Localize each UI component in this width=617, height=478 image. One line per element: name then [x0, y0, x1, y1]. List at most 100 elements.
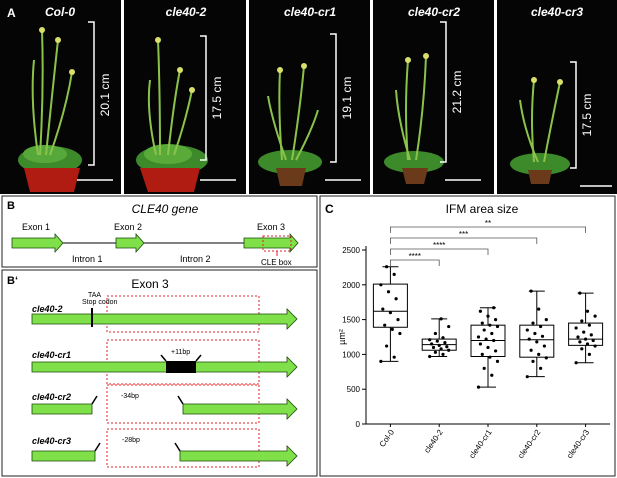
significance-bracket — [390, 237, 538, 244]
data-point — [441, 352, 445, 356]
significance-label: *** — [459, 230, 468, 239]
data-point — [527, 337, 531, 341]
data-point — [480, 321, 484, 325]
exon-3-arrow-cle40-cr1 — [31, 356, 298, 378]
data-point — [478, 342, 482, 346]
significance-label: **** — [433, 241, 445, 250]
plant-photo-cle40-2 — [124, 0, 246, 194]
cle-box-region — [106, 428, 260, 468]
data-point — [433, 350, 437, 354]
data-point — [386, 290, 391, 294]
height-bracket — [570, 61, 577, 169]
exon-3-fragment-right — [179, 445, 298, 467]
data-point — [540, 334, 545, 338]
exon-3-fragment-left — [31, 450, 96, 462]
plant-name-cle40-cr2: cle40-cr2 — [408, 5, 460, 19]
panel-c-label: C — [325, 202, 334, 216]
data-point — [587, 323, 592, 327]
plant-name-cle40-2: cle40-2 — [166, 5, 207, 19]
data-point — [495, 359, 500, 363]
data-point — [447, 324, 451, 329]
exon-3-arrow-cle40-2 — [31, 308, 298, 330]
data-point — [544, 356, 548, 360]
height-bracket — [330, 33, 337, 163]
height-label-cle40-cr2: 21.2 cm — [450, 71, 464, 114]
data-point — [529, 348, 533, 352]
data-point — [591, 338, 595, 343]
data-point — [537, 307, 541, 311]
data-point — [525, 328, 529, 332]
box — [568, 322, 604, 346]
data-point — [593, 344, 597, 348]
data-point — [535, 340, 539, 344]
plant-name-col-0: Col-0 — [45, 5, 75, 19]
panel-b-prime: B‘ Exon 3 cle40-2 TAA Stop codon cle40-c… — [1, 269, 318, 477]
data-point — [443, 340, 447, 345]
data-point — [439, 347, 443, 351]
data-point — [578, 291, 582, 295]
y-tick-label: 1500 — [342, 316, 360, 325]
data-point — [542, 344, 547, 348]
data-point — [482, 366, 486, 370]
data-point — [381, 307, 385, 311]
y-tick-label: 500 — [347, 385, 361, 394]
y-tick-label: 2000 — [342, 281, 360, 290]
plant-photo-col-0 — [0, 0, 121, 194]
flower-pot — [276, 168, 306, 186]
panel-c: C IFM area size 05001000150020002500µm²C… — [319, 195, 616, 477]
data-point — [447, 348, 451, 352]
data-point — [578, 340, 582, 344]
data-point — [379, 283, 383, 287]
exon-3-fragment-left — [31, 403, 93, 415]
flower-pot — [140, 168, 200, 192]
data-point — [574, 361, 578, 365]
data-point — [494, 318, 498, 322]
cle-box-region — [106, 384, 260, 424]
height-label-cle40-cr3: 17.5 cm — [580, 94, 594, 137]
panel-a: A Col-0 cle40-2 cle40-cr1 cle40-cr2 cle4… — [0, 0, 617, 194]
height-label-cle40-2: 17.5 cm — [210, 77, 224, 120]
box — [372, 283, 408, 328]
data-point — [576, 335, 580, 339]
panel-a-label: A — [7, 6, 16, 20]
data-point — [587, 352, 592, 356]
data-point — [525, 375, 529, 379]
y-tick-label: 0 — [356, 420, 361, 429]
significance-bracket — [390, 259, 440, 266]
data-point — [539, 324, 543, 329]
data-point — [428, 338, 432, 342]
deletion-label: -34bp — [121, 393, 139, 400]
chart-title: IFM area size — [446, 202, 519, 216]
panel-b-label: B — [7, 200, 15, 212]
data-point — [476, 335, 481, 339]
height-label-cle40-cr1: 19.1 cm — [340, 77, 354, 120]
row-label-cle40-cr1: cle40-cr1 — [32, 350, 71, 360]
data-point — [584, 337, 588, 341]
y-tick-label: 1000 — [342, 350, 360, 359]
data-point — [492, 338, 496, 343]
insertion-block — [166, 361, 196, 373]
data-point — [431, 345, 436, 350]
data-point — [480, 352, 484, 356]
data-point — [490, 373, 494, 377]
intron-2-label: Intron 2 — [180, 254, 211, 264]
data-point — [396, 318, 400, 322]
height-label-col-0: 20.1 cm — [98, 74, 112, 117]
y-axis-label: µm² — [337, 329, 347, 345]
data-point — [392, 355, 396, 359]
data-point — [574, 326, 578, 330]
data-point — [428, 354, 432, 359]
data-point — [385, 265, 389, 269]
height-bracket — [200, 35, 207, 161]
data-point — [533, 331, 537, 336]
data-point — [580, 347, 584, 351]
data-point — [585, 309, 590, 313]
data-point — [478, 309, 482, 313]
data-point — [430, 342, 434, 346]
data-point — [585, 342, 590, 346]
data-point — [390, 327, 394, 331]
data-point — [529, 289, 533, 293]
exon-2-label: Exon 2 — [114, 222, 142, 232]
data-point — [531, 359, 535, 363]
